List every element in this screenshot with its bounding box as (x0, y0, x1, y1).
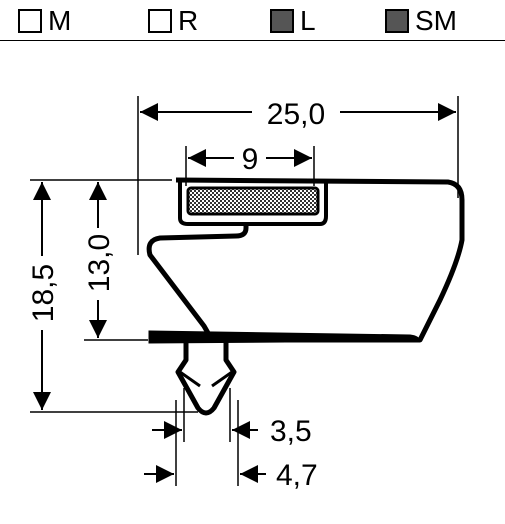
legend-swatch-sm (385, 9, 409, 33)
legend-label-r: R (178, 5, 199, 36)
dim-overall-width-label: 25,0 (267, 98, 325, 131)
anchor-dart-wing-left (179, 370, 201, 388)
profile-legend: M R L SM (0, 0, 505, 40)
anchor-dart (175, 340, 237, 416)
legend-label-l: L (300, 5, 316, 36)
legend-label-m: M (48, 5, 72, 36)
legend-label-sm: SM (415, 5, 457, 36)
dim-dart-outer-label: 4,7 (276, 459, 318, 492)
magnet-strip (186, 186, 320, 216)
legend-swatch-r (148, 9, 172, 33)
legend-divider (0, 40, 505, 41)
legend-swatch-m (18, 9, 42, 33)
legend-item-l: L (270, 6, 316, 36)
dim-dart-inner-label: 3,5 (270, 415, 312, 448)
legend-item-sm: SM (385, 6, 457, 36)
legend-swatch-l (270, 9, 294, 33)
legend-item-r: R (148, 6, 198, 36)
legend-item-m: M (18, 6, 71, 36)
dim-magnet-width-label: 9 (242, 143, 259, 176)
base-flange (148, 330, 420, 344)
dim-profile-height-label: 13,0 (83, 234, 116, 292)
magnet-pocket (178, 182, 328, 226)
dim-overall-height-label: 18,5 (27, 264, 60, 322)
anchor-dart-wing-right (211, 370, 233, 388)
